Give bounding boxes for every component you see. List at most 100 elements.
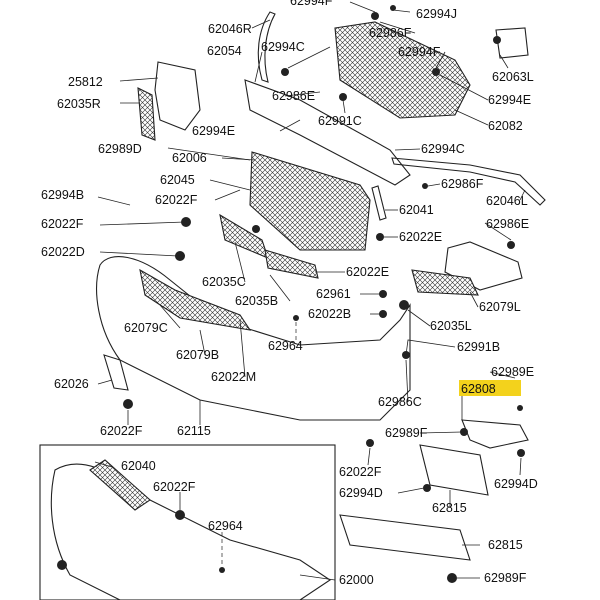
callout-62989d: 62989D	[98, 142, 142, 156]
bolt	[123, 399, 133, 409]
side-mesh-right	[137, 87, 156, 141]
callout-62079b: 62079B	[176, 348, 219, 362]
bolt	[175, 251, 185, 261]
leader-lines	[94, 1, 526, 581]
callout-62035r: 62035R	[57, 97, 101, 111]
callout-62815-upper: 62815	[432, 501, 467, 515]
bolt	[339, 93, 347, 101]
fog-grille-center	[264, 249, 319, 279]
lamp-bezel-left	[444, 241, 523, 291]
callout-62079l: 62079L	[479, 300, 521, 314]
callout-62022f-inset: 62022F	[153, 480, 196, 494]
side-grille-left	[411, 269, 479, 296]
bolt	[371, 12, 379, 20]
callout-62994b: 62994B	[41, 188, 84, 202]
callout-62961: 62961	[316, 287, 351, 301]
clip	[379, 290, 387, 298]
license-bracket	[461, 419, 529, 449]
clip	[422, 183, 428, 189]
bolt	[390, 5, 396, 11]
callout-62035b: 62035B	[235, 294, 278, 308]
bumper-fascia	[50, 463, 331, 600]
callout-62989f-mid: 62989F	[385, 426, 428, 440]
callout-62063l: 62063L	[492, 70, 534, 84]
bolt	[432, 68, 440, 76]
callout-62045: 62045	[160, 173, 195, 187]
bolt	[175, 510, 185, 520]
callout-62994j: 62994J	[416, 7, 457, 21]
callout-62022f-right: 62022F	[339, 465, 382, 479]
license-plate-holder	[419, 444, 489, 496]
bolt	[447, 573, 457, 583]
callout-62022f-left: 62022F	[41, 217, 84, 231]
stay-bracket	[103, 354, 129, 391]
callout-62964-upper: 62964	[268, 339, 303, 353]
license-plate-trim	[339, 514, 471, 561]
callout-62022f-lower: 62022F	[100, 424, 143, 438]
callout-62991c: 62991C	[318, 114, 362, 128]
bolt	[399, 300, 409, 310]
clip	[507, 241, 515, 249]
bolt	[281, 68, 289, 76]
callout-62000: 62000	[339, 573, 374, 587]
air-duct	[154, 61, 201, 131]
callout-62986e: 62986E	[272, 89, 315, 103]
callout-62994c-upper: 62994C	[261, 40, 305, 54]
callout-62046r: 62046R	[208, 22, 252, 36]
bracket-62054	[244, 79, 411, 186]
screw	[293, 315, 299, 321]
side-retainer	[495, 27, 529, 59]
callout-62026: 62026	[54, 377, 89, 391]
bumper-absorber	[96, 256, 411, 421]
callout-62022d: 62022D	[41, 245, 85, 259]
molding-strip-right	[257, 11, 276, 83]
fasteners	[57, 5, 525, 583]
clip	[517, 405, 523, 411]
callout-62035l: 62035L	[430, 319, 472, 333]
callout-62006: 62006	[172, 151, 207, 165]
callout-62046l: 62046L	[486, 194, 528, 208]
callout-62994e-right: 62994E	[488, 93, 531, 107]
callout-62022f-upper: 62022F	[155, 193, 198, 207]
callout-62082: 62082	[488, 119, 523, 133]
part-drawings	[39, 11, 546, 600]
molding-strip-left	[391, 157, 546, 206]
callout-25812: 25812	[68, 75, 103, 89]
lower-grille-center	[139, 268, 252, 331]
reinforcement-strip	[371, 185, 387, 221]
highlighted-callout-background	[459, 380, 521, 396]
bolt	[181, 217, 191, 227]
bolt	[423, 484, 431, 492]
callout-62022m: 62022M	[211, 370, 256, 384]
center-grille	[249, 151, 371, 251]
bolt	[366, 439, 374, 447]
callout-62994c-right: 62994C	[421, 142, 465, 156]
callout-62035c: 62035C	[202, 275, 246, 289]
callout-62989e: 62989E	[491, 365, 534, 379]
callout-62986f-top: 62986F	[369, 26, 412, 40]
clip	[57, 560, 67, 570]
callout-62994d: 62994D	[494, 477, 538, 491]
bolt	[379, 310, 387, 318]
clip	[376, 233, 384, 241]
side-grille-center	[219, 213, 269, 259]
callout-62022e-upper: 62022E	[399, 230, 442, 244]
callout-62115: 62115	[177, 424, 211, 438]
callout-62991b: 62991B	[457, 340, 500, 354]
screw	[219, 567, 225, 573]
clip	[517, 449, 525, 457]
callout-62994f-right: 62994F	[398, 45, 441, 59]
callout-62079c: 62079C	[124, 321, 168, 335]
callout-62040: 62040	[121, 459, 156, 473]
callout-62808-highlighted: 62808	[461, 382, 496, 396]
callout-62815-lower: 62815	[488, 538, 523, 552]
callout-62964-lower: 62964	[208, 519, 243, 533]
callout-62986e-right: 62986E	[486, 217, 529, 231]
callout-62022b: 62022B	[308, 307, 351, 321]
callout-62994f-top: 62994F	[290, 0, 333, 8]
callout-62989f-bottom: 62989F	[484, 571, 527, 585]
callout-62041: 62041	[399, 203, 434, 217]
clip	[460, 428, 468, 436]
